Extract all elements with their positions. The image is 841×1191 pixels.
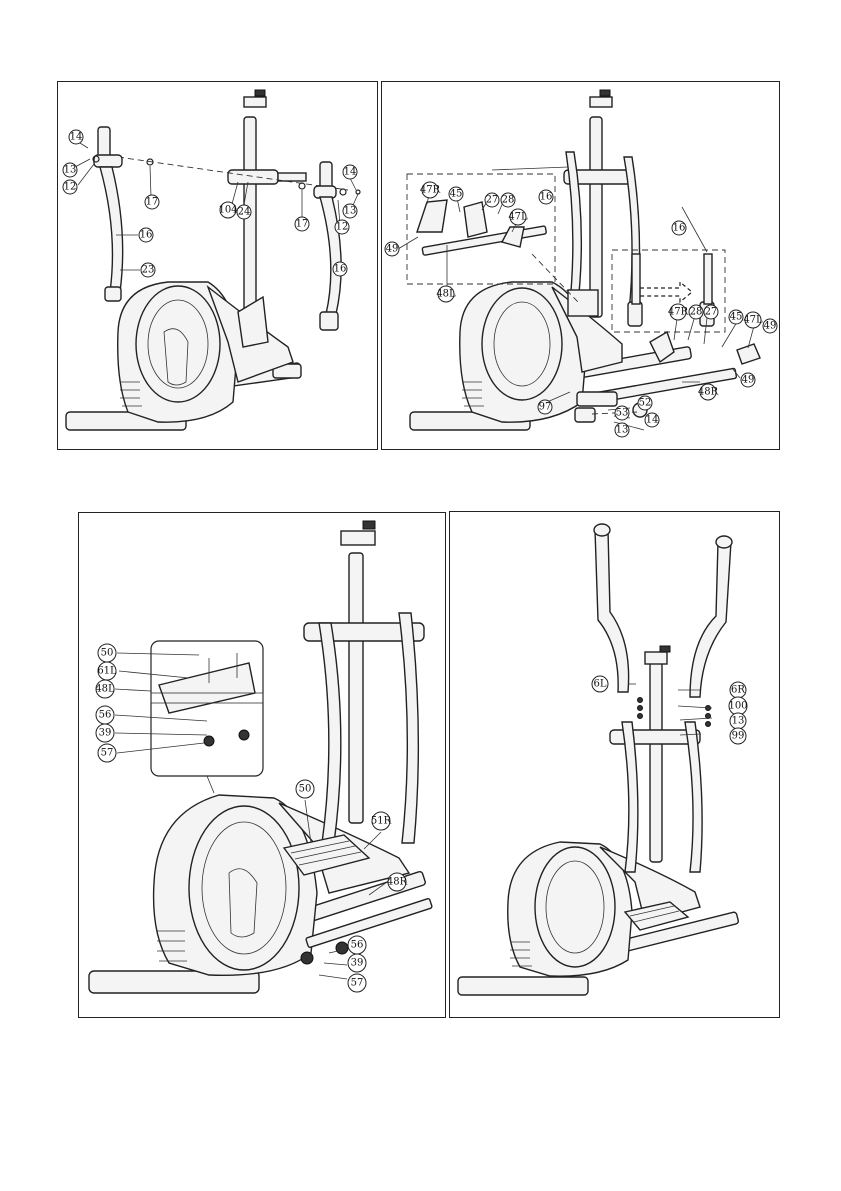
callout-label: 16 xyxy=(673,223,686,234)
assembly-step-3-panel: 50 61L 48L 56 39 57 50 51R 48R 56 39 57 xyxy=(78,512,446,1018)
assembly-step-1-panel: 14 13 12 17 104 24 17 14 13 12 16 23 16 xyxy=(57,81,378,450)
callout-label: 39 xyxy=(99,728,112,739)
callout-label: 17 xyxy=(146,197,159,208)
callout-label: 49 xyxy=(386,244,399,255)
callout-label: 14 xyxy=(344,167,357,178)
callout-label: 39 xyxy=(351,958,364,969)
callout-label: 48L xyxy=(436,289,456,300)
callout-label: 14 xyxy=(646,415,659,426)
callout-label: 17 xyxy=(296,219,309,230)
step-2-drawing: 47R 45 27 28 47L 16 49 48L 16 47R 28 27 … xyxy=(382,82,780,450)
callout-label: 49 xyxy=(742,375,755,386)
callout-label: 49 xyxy=(764,321,777,332)
callout-label: 47R xyxy=(668,307,689,318)
callout-label: 12 xyxy=(336,222,349,233)
callout-label: 57 xyxy=(351,978,364,989)
callout-label: 16 xyxy=(334,264,347,275)
callout-label: 27 xyxy=(705,307,718,318)
callout-label: 50 xyxy=(101,648,114,659)
callout-label: 28 xyxy=(690,307,703,318)
callout-label: 13 xyxy=(732,716,745,727)
callout-label: 13 xyxy=(64,165,77,176)
callout-label: 27 xyxy=(486,195,499,206)
callout-label: 13 xyxy=(616,425,629,436)
step-4-drawing: 6L 6R 100 13 99 xyxy=(450,512,780,1018)
callout-label: 47R xyxy=(420,185,441,196)
callout-label: 45 xyxy=(450,189,463,200)
callout-label: 56 xyxy=(99,710,112,721)
callout-label: 47L xyxy=(743,315,763,326)
callout-label: 13 xyxy=(344,206,357,217)
assembly-step-4-panel: 6L 6R 100 13 99 xyxy=(449,511,780,1018)
callout-label: 50 xyxy=(299,784,312,795)
callout-label: 23 xyxy=(142,265,155,276)
callout-label: 99 xyxy=(732,731,745,742)
callout-label: 47L xyxy=(508,212,528,223)
callout-label: 6L xyxy=(593,679,606,690)
callout-label: 48R xyxy=(698,387,719,398)
callout-label: 61L xyxy=(97,666,117,677)
callout-label: 53 xyxy=(616,408,629,419)
callout-label: 14 xyxy=(70,132,83,143)
callout-label: 52 xyxy=(639,398,652,409)
callout-label: 24 xyxy=(238,207,251,218)
callout-label: 56 xyxy=(351,940,364,951)
callout-label: 100 xyxy=(728,701,747,712)
callout-label: 16 xyxy=(540,192,553,203)
callout-label: 57 xyxy=(101,748,114,759)
callout-label: 6R xyxy=(731,685,745,696)
step-3-drawing: 50 61L 48L 56 39 57 50 51R 48R 56 39 57 xyxy=(79,513,446,1018)
step-1-drawing: 14 13 12 17 104 24 17 14 13 12 16 23 16 xyxy=(58,82,378,450)
callout-label: 45 xyxy=(730,312,743,323)
callout-label: 104 xyxy=(218,205,237,216)
callout-label: 12 xyxy=(64,182,77,193)
callout-label: 28 xyxy=(502,195,515,206)
callout-label: 97 xyxy=(539,402,552,413)
assembly-step-2-panel: 47R 45 27 28 47L 16 49 48L 16 47R 28 27 … xyxy=(381,81,780,450)
callout-label: 16 xyxy=(140,230,153,241)
callout-label: 48L xyxy=(95,684,115,695)
callout-label: 51R xyxy=(371,816,392,827)
callout-label: 48R xyxy=(387,877,408,888)
